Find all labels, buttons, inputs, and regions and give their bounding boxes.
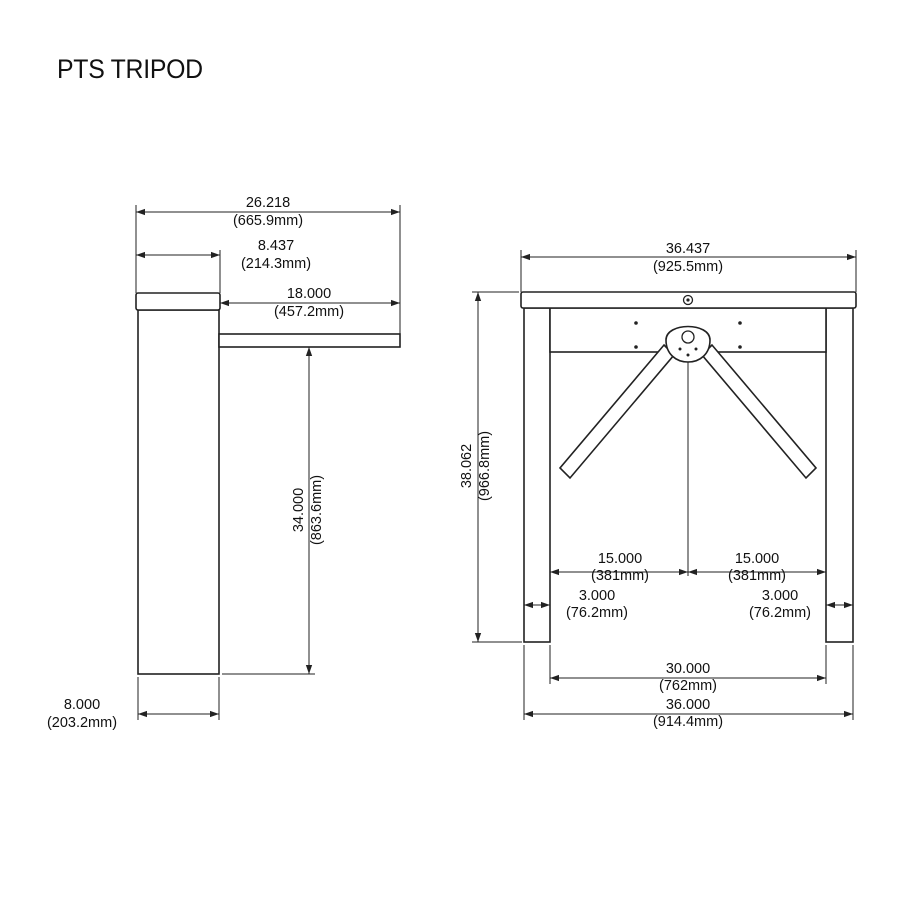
drawing-title: PTS TRIPOD — [57, 54, 203, 84]
dim-front-overall-width-metric: (925.5mm) — [653, 259, 723, 275]
side-view: 26.218 (665.9mm) 8.437 (214.3mm) 18.000 … — [47, 195, 401, 731]
dim-leg-span-value: 36.000 — [666, 697, 710, 713]
dim-cap-width-value: 8.437 — [258, 238, 294, 254]
hub-center-hole — [681, 330, 695, 344]
tripod-arm-left — [558, 343, 676, 480]
dim-leg-right-value: 3.000 — [762, 588, 798, 604]
dim-leg-left-value: 3.000 — [579, 588, 615, 604]
front-view: 36.437 (925.5mm) 38.062 (966.8mm) 15.000… — [459, 241, 857, 730]
dim-half-span-right-value: 15.000 — [735, 551, 779, 567]
dim-inner-span-value: 30.000 — [666, 661, 710, 677]
dim-leg-span-metric: (914.4mm) — [653, 714, 723, 730]
dim-arm-height-value: 34.000 — [291, 488, 307, 532]
side-top-cap — [135, 292, 221, 311]
dim-overall-width-metric: (665.9mm) — [233, 213, 303, 229]
hub-bolt — [678, 347, 682, 351]
dim-cabinet-width-metric: (203.2mm) — [47, 715, 117, 731]
dim-inner-span-metric: (762mm) — [659, 678, 717, 694]
hub-bolt — [694, 347, 698, 351]
dim-overall-height-value: 38.062 — [459, 444, 475, 488]
screw-icon — [738, 321, 742, 325]
dim-arm-length-metric: (457.2mm) — [274, 304, 344, 320]
dim-cap-width-metric: (214.3mm) — [241, 256, 311, 272]
side-cabinet-body — [137, 309, 220, 675]
tripod-arm-right — [700, 343, 818, 480]
dim-overall-height-metric: (966.8mm) — [477, 431, 493, 501]
dim-leg-right-metric: (76.2mm) — [749, 605, 811, 621]
dim-leg-left-metric: (76.2mm) — [566, 605, 628, 621]
hub-bolt — [686, 353, 690, 357]
side-arm — [218, 333, 401, 348]
lock-keyhole — [686, 298, 690, 302]
dim-overall-width-value: 26.218 — [246, 195, 290, 211]
dim-front-overall-width-value: 36.437 — [666, 241, 710, 257]
front-left-leg — [523, 307, 551, 643]
dim-arm-height-metric: (863.6mm) — [309, 475, 325, 545]
front-right-leg — [825, 307, 854, 643]
screw-icon — [634, 321, 638, 325]
screw-icon — [738, 345, 742, 349]
dim-half-span-right-metric: (381mm) — [728, 568, 786, 584]
screw-icon — [634, 345, 638, 349]
dim-cabinet-width-value: 8.000 — [64, 697, 100, 713]
dim-half-span-left-value: 15.000 — [598, 551, 642, 567]
dim-half-span-left-metric: (381mm) — [591, 568, 649, 584]
dim-arm-length-value: 18.000 — [287, 286, 331, 302]
tripod-hub — [665, 325, 711, 363]
